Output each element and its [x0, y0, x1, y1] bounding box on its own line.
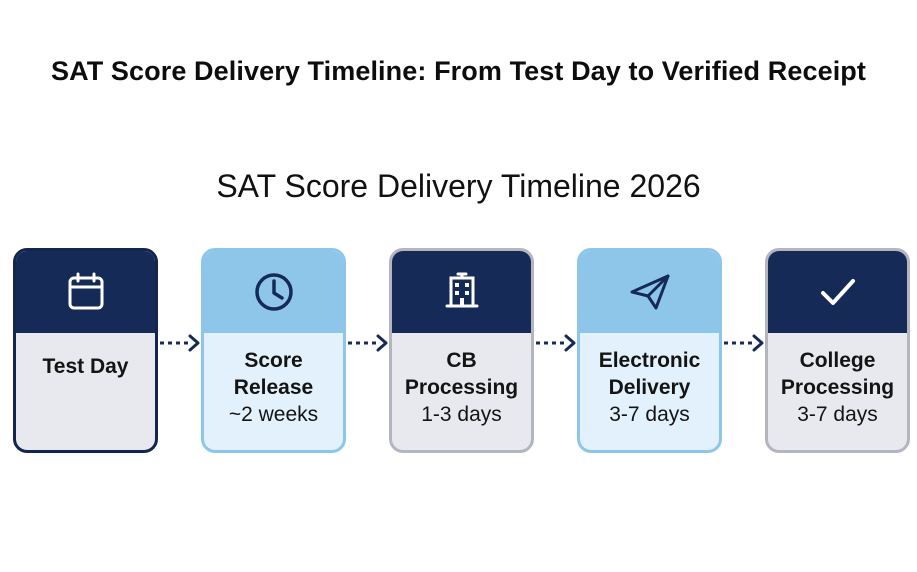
step-header [16, 251, 155, 333]
step-duration: 1-3 days [421, 403, 502, 426]
checkmark-icon [820, 279, 855, 305]
step-text: CB Processing 1-3 days [392, 347, 531, 428]
step-label: Release [233, 376, 314, 399]
step-text: Electronic Delivery 3-7 days [580, 347, 719, 428]
flow-arrow [722, 333, 766, 353]
dotted-arrow-icon [348, 334, 388, 352]
step-label: Delivery [608, 376, 691, 399]
step-duration: 3-7 days [609, 403, 690, 426]
building-icon [445, 272, 478, 308]
step-text: Score Release ~2 weeks [204, 347, 343, 428]
step-test-day: Test Day [13, 248, 158, 453]
step-score-release: Score Release ~2 weeks [201, 248, 346, 453]
flow-arrow [534, 333, 578, 353]
paper-plane-icon [630, 274, 669, 310]
step-header [392, 251, 531, 333]
step-label: Test Day [42, 355, 129, 378]
step-label: Processing [404, 376, 519, 399]
step-electronic-delivery: Electronic Delivery 3-7 days [577, 248, 722, 453]
step-label: CB [446, 349, 477, 372]
step-cb-processing: CB Processing 1-3 days [389, 248, 534, 453]
dotted-arrow-icon [160, 334, 200, 352]
flow-arrow [158, 333, 202, 353]
step-label: Electronic [598, 349, 701, 372]
clock-icon [254, 273, 293, 311]
step-label: College [799, 349, 876, 372]
step-text: College Processing 3-7 days [768, 347, 907, 428]
step-header [768, 251, 907, 333]
dotted-arrow-icon [724, 334, 764, 352]
dotted-arrow-icon [536, 334, 576, 352]
step-text: Test Day [16, 353, 155, 380]
step-header [204, 251, 343, 333]
step-label: Processing [780, 376, 895, 399]
flow-arrow [346, 333, 390, 353]
calendar-icon [68, 272, 103, 310]
step-duration: ~2 weeks [228, 403, 319, 426]
step-duration: 3-7 days [797, 403, 878, 426]
step-college-processing: College Processing 3-7 days [765, 248, 910, 453]
step-header [580, 251, 719, 333]
page-title: SAT Score Delivery Timeline: From Test D… [51, 56, 866, 86]
diagram-heading: SAT Score Delivery Timeline 2026 [216, 168, 701, 204]
step-label: Score [244, 349, 303, 372]
